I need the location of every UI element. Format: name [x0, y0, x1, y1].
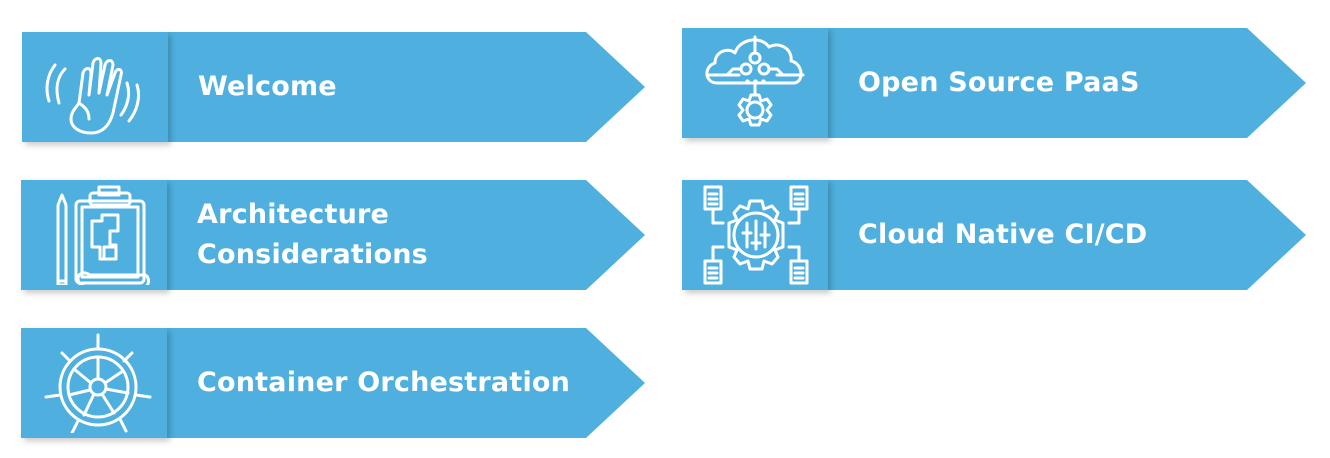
arrow-shape [22, 32, 645, 142]
icon-panel [22, 32, 168, 142]
blueprint-clipboard-icon [56, 185, 150, 285]
arrow-shape [21, 180, 645, 290]
arrow-shape [21, 328, 645, 438]
waving-hand-icon [45, 57, 141, 135]
card-label: Open Source PaaS [858, 67, 1140, 98]
card-label: Container Orchestration [197, 367, 571, 398]
card-architecture-considerations[interactable]: Architecture Considerations [21, 180, 646, 290]
card-container-orchestration[interactable]: Container Orchestration [21, 328, 646, 438]
card-label: Architecture Considerations [197, 199, 428, 270]
arrow-shape [682, 28, 1306, 138]
card-welcome[interactable]: Welcome [22, 32, 647, 142]
card-open-source-paas[interactable]: Open Source PaaS [682, 28, 1307, 138]
card-label: Cloud Native CI/CD [858, 219, 1148, 250]
gear-pipeline-icon [703, 185, 809, 285]
ship-wheel-icon [44, 333, 152, 433]
cloud-gear-icon [705, 35, 805, 127]
icon-panel [682, 28, 828, 138]
icon-panel [682, 180, 828, 290]
icon-panel [21, 328, 167, 438]
card-cloud-native-cicd[interactable]: Cloud Native CI/CD [682, 180, 1307, 290]
icon-panel [21, 180, 167, 290]
arrow-shape [682, 180, 1306, 290]
card-label: Welcome [198, 71, 337, 102]
